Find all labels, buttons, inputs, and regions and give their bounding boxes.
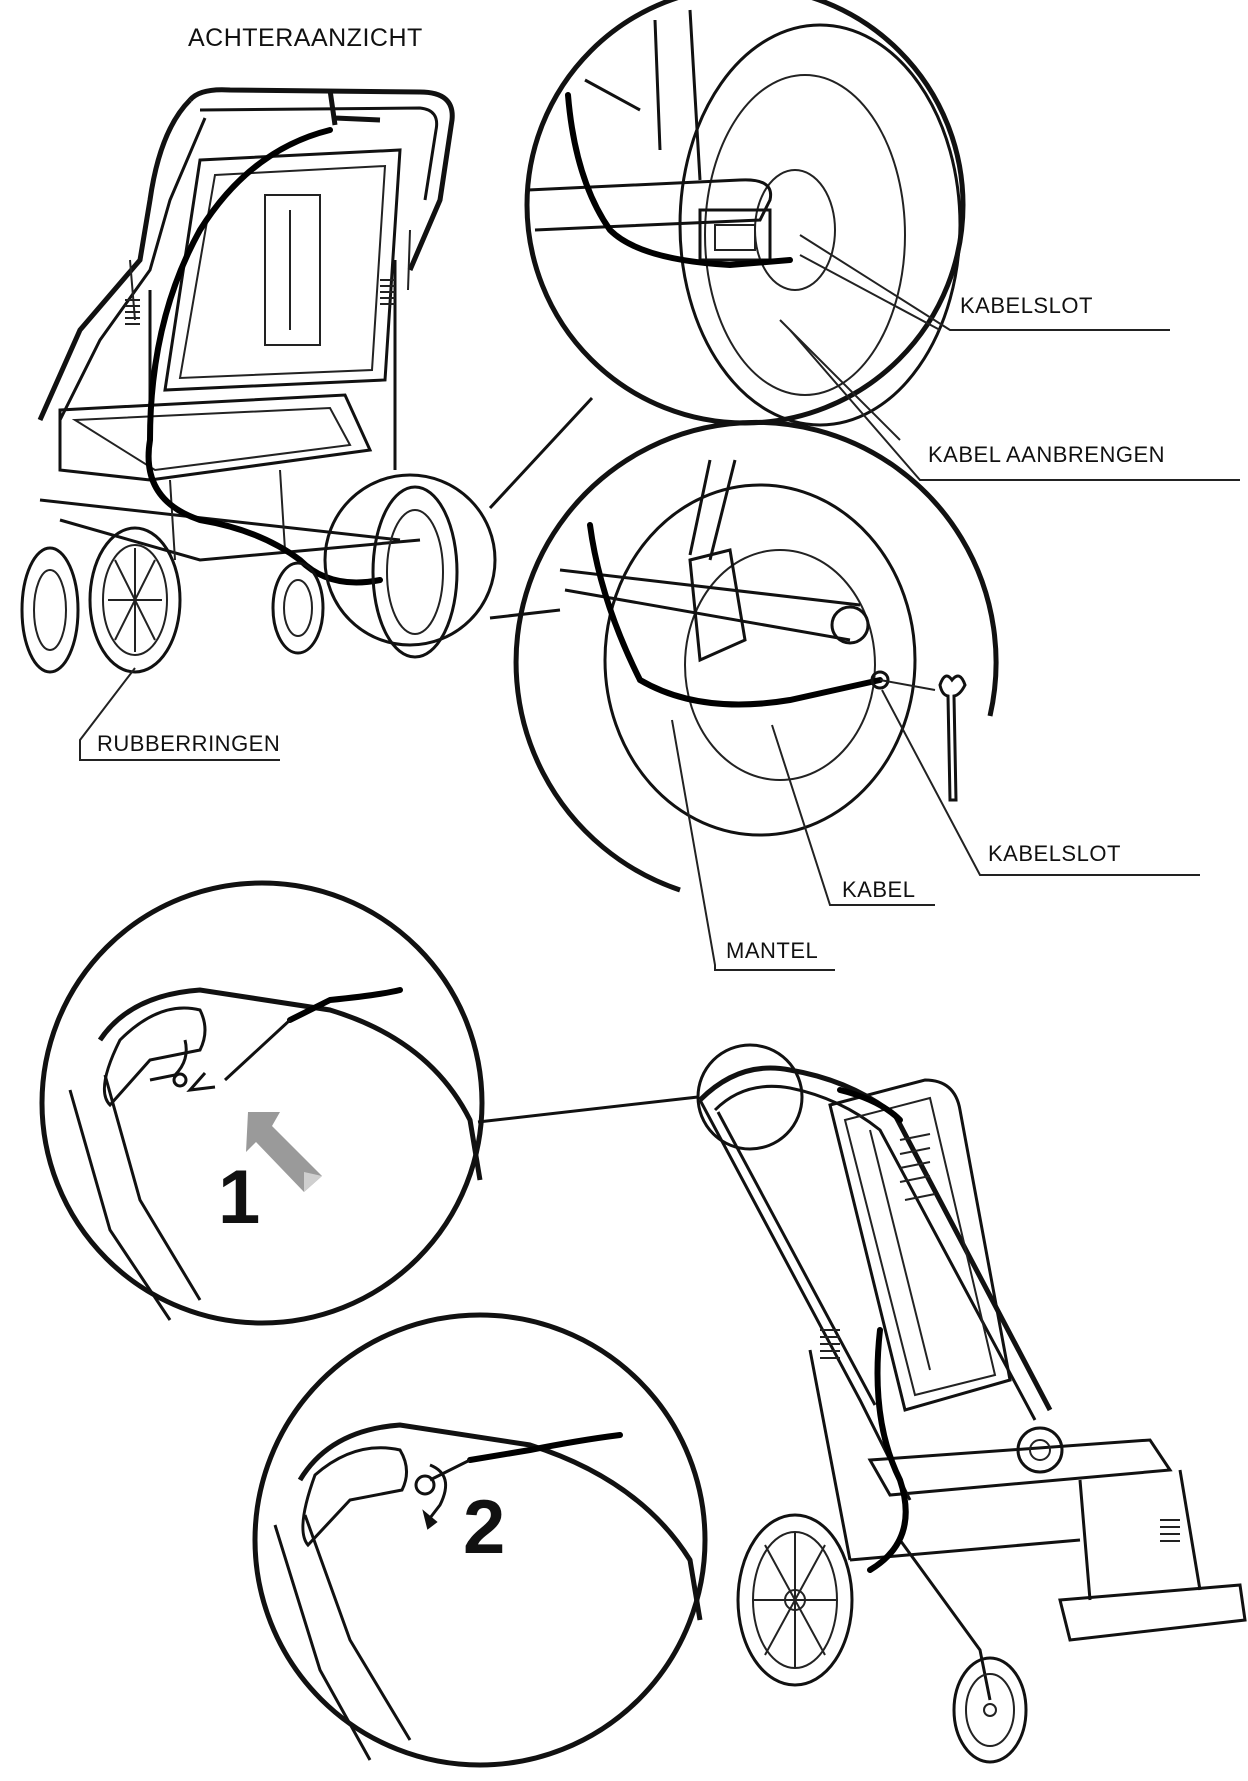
label-rubberringen: RUBBERRINGEN <box>97 731 281 756</box>
label-kabel: KABEL <box>842 877 916 902</box>
zoom-step1 <box>39 880 485 1326</box>
insert-arrow-icon <box>246 1112 322 1192</box>
wrench-icon <box>938 674 967 802</box>
side-view-stroller <box>696 1043 1247 1764</box>
label-mantel: MANTEL <box>726 938 819 963</box>
diagram-title: ACHTERAANZICHT <box>188 24 423 52</box>
front-wheel-side <box>952 1656 1028 1764</box>
zoom-circle-brake <box>323 473 497 647</box>
zoom-brake-closeup <box>524 0 966 441</box>
rear-wheel-right <box>371 485 459 659</box>
spring-right <box>380 279 395 305</box>
zoom-wheel-arc <box>513 419 1200 971</box>
label-kabel-aanbrengen: KABEL AANBRENGEN <box>928 442 1166 467</box>
step-number-1: 1 <box>218 1155 261 1240</box>
rear-wheel-left <box>88 526 182 674</box>
rear-wheel-side <box>736 1513 854 1687</box>
spring-left <box>125 299 140 325</box>
label-kabelslot-mid: KABELSLOT <box>988 841 1121 866</box>
front-wheel-left <box>20 546 80 674</box>
rear-view-stroller <box>20 87 459 761</box>
zoom-step2 <box>252 1312 708 1768</box>
step-number-2: 2 <box>463 1485 506 1570</box>
rotate-arrow-icon <box>422 1463 448 1530</box>
front-wheel-center <box>271 561 325 655</box>
zoom-circle-handle <box>696 1043 804 1151</box>
brake-cable <box>145 127 383 586</box>
label-kabelslot-top: KABELSLOT <box>960 293 1093 318</box>
